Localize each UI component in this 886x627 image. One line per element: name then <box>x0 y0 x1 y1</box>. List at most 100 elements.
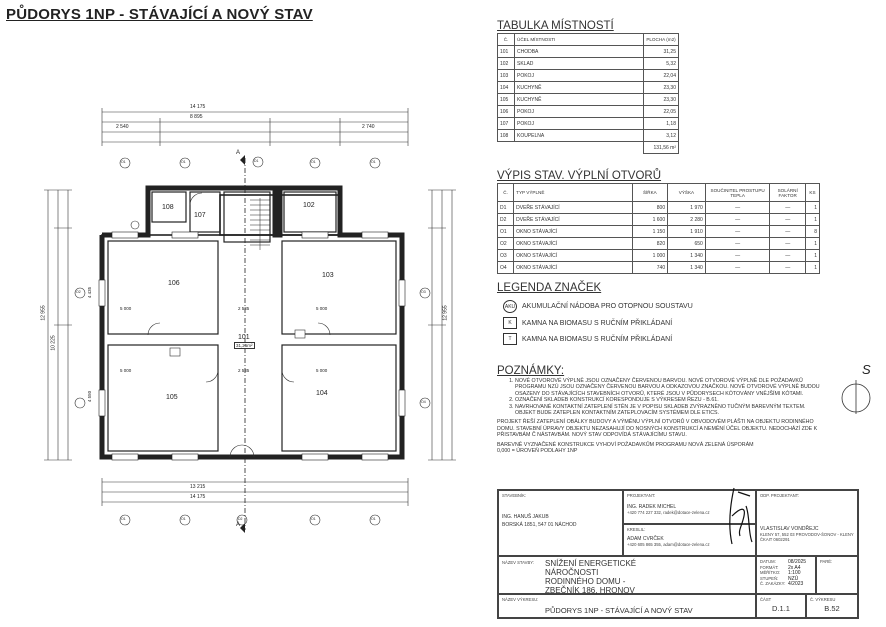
section-mark-bottom: A <box>236 522 241 528</box>
cell: 740 <box>631 261 669 274</box>
stove-t-icon: T <box>503 333 517 345</box>
door-tag: D1 <box>254 159 259 163</box>
north-arrow-icon <box>841 380 871 414</box>
cell: — <box>704 213 771 226</box>
cell: DVEŘE STÁVAJÍCÍ <box>513 213 633 226</box>
col-header: Č. <box>496 183 515 202</box>
room-107: 107 <box>194 212 206 219</box>
cell: — <box>769 201 806 214</box>
signature-icon <box>729 487 753 545</box>
cell: 22,04 <box>643 69 679 82</box>
cell: OKNO STÁVAJÍCÍ <box>513 225 633 238</box>
odp-addr: KLENY 57, 552 03 PROVODOV-ŠONOV - KLENY <box>760 532 854 537</box>
dim-inner-4: 5 000 <box>316 306 328 311</box>
window-tag: O1 <box>371 517 376 521</box>
note-paragraph: PROJEKT ŘEŠÍ ZATEPLENÍ OBÁLKY BUDOVY A V… <box>497 419 818 439</box>
cell: D2 <box>496 213 515 226</box>
label: DATUM: <box>760 559 776 564</box>
note-item: NOVÉ OTVOROVÉ VÝPLNĚ JSOU OZNAČENY ČERVE… <box>515 378 827 397</box>
stavebnik-name: ING. HANUŠ JAKUB <box>502 514 549 520</box>
notes-title: POZNÁMKY: <box>497 365 565 377</box>
cell: 1 <box>804 237 821 250</box>
label: Č. VÝKRESU <box>810 597 836 602</box>
col-header: PLOCHA (m2) <box>643 33 679 46</box>
window-tag: O3 <box>421 290 426 294</box>
cell: KOUPELNA <box>514 129 644 142</box>
cell: — <box>704 261 771 274</box>
cell: 31,25 <box>643 45 679 58</box>
dim-inner-1: 5 000 <box>120 306 132 311</box>
aku-icon: AKU <box>503 300 517 313</box>
note-paragraph: BAREVNĚ VYZNAČENÉ KONSTRUKCE VYHOVÍ POŽA… <box>497 441 754 448</box>
cell: — <box>704 237 771 250</box>
kreslil-contact: +420 605 865 355, adam@dotace-zelena.cz <box>627 542 710 547</box>
cell: 105 <box>497 93 515 106</box>
cell: 1 910 <box>667 225 706 238</box>
nazev-stavby-cell: NÁZEV STAVBY: SNÍŽENÍ ENERGETICKÉ NÁROČN… <box>498 556 756 595</box>
north-label: S <box>862 362 871 377</box>
cell: CHODBA <box>514 45 644 58</box>
label: KRESLIL: <box>627 527 646 532</box>
cell: POKOJ <box>514 69 644 82</box>
window-tag: O1 <box>311 517 316 521</box>
meta-labels-cell: DATUM: FORMÁT: MĚŘÍTKO: STUPEŇ: Č. ZAKÁZ… <box>756 556 816 594</box>
dim-inner-2: 5 000 <box>120 368 132 373</box>
cell: — <box>769 213 806 226</box>
dim-top-overall: 14 175 <box>190 104 206 110</box>
cell: 800 <box>631 201 669 214</box>
window-tag: O1 <box>181 160 186 164</box>
dim-inner-7: 4 435 <box>87 286 93 299</box>
window-tag: O2 <box>76 290 81 294</box>
cell: 5,32 <box>643 57 679 70</box>
stavebnik-cell: STAVEBNÍK: ING. HANUŠ JAKUB BORSKÁ 1851,… <box>498 490 623 556</box>
col-header: TYP VÝPLNĚ <box>513 183 633 202</box>
cell: 107 <box>497 117 515 130</box>
dim-bottom-sub: 13 215 <box>190 484 206 490</box>
cell: O1 <box>496 225 515 238</box>
room-106: 106 <box>168 280 180 287</box>
cell: KUCHYNĚ <box>514 93 644 106</box>
col-header: ŠÍŘKA <box>631 183 669 202</box>
stavebnik-addr: BORSKÁ 1851, 547 01 NÁCHOD <box>502 522 577 528</box>
cell: 1 <box>804 201 821 214</box>
window-tag: O1 <box>181 517 186 521</box>
nazev-vykresu: PŮDORYS 1NP - STÁVAJÍCÍ A NOVÝ STAV <box>545 606 693 615</box>
cislo-cell: Č. VÝKRESU B.52 <box>806 594 858 618</box>
cell: 1 150 <box>631 225 669 238</box>
label: PARÉ: <box>820 559 833 564</box>
cell: O4 <box>496 261 515 274</box>
odp-cell: ODP. PROJEKTANT: VLASTISLAV VONDŘEJC KLE… <box>756 490 858 556</box>
cell: — <box>769 261 806 274</box>
col-header: Č. <box>497 33 515 46</box>
floor-plan <box>44 108 456 533</box>
label: STUPEŇ: <box>760 575 779 581</box>
cell: 1 340 <box>667 261 706 274</box>
cell: — <box>769 237 806 250</box>
cell: — <box>769 225 806 238</box>
stupen-value: NZÚ <box>788 575 799 582</box>
legend-text: AKUMULAČNÍ NÁDOBA PRO OTOPNOU SOUSTAVU <box>522 303 693 310</box>
nazev-stavby: SNÍŽENÍ ENERGETICKÉ NÁROČNOSTI RODINNÉHO… <box>545 559 637 595</box>
nazev-vykresu-cell: NÁZEV VÝKRESU: PŮDORYS 1NP - STÁVAJÍCÍ A… <box>498 594 756 618</box>
page-title: PŮDORYS 1NP - STÁVAJÍCÍ A NOVÝ STAV <box>6 6 313 23</box>
legend-text: KAMNA NA BIOMASU S RUČNÍM PŘIKLÁDANÍ <box>522 335 673 343</box>
dim-left-sub: 10 225 <box>50 335 57 351</box>
label: Č. ZAKÁZKY: <box>760 581 786 586</box>
openings-table: Č. TYP VÝPLNĚ ŠÍŘKA VÝŠKA SOUČINITEL PRO… <box>496 183 821 274</box>
window-tag: O1 <box>371 160 376 164</box>
cell: POKOJ <box>514 117 644 130</box>
legend-title: LEGENDA ZNAČEK <box>497 282 602 294</box>
room-102: 102 <box>303 202 315 209</box>
dim-top-sub2: 2 740 <box>362 124 375 130</box>
cast-value: D.1.1 <box>772 604 790 613</box>
room-103: 103 <box>322 272 334 279</box>
window-tag: O1 <box>121 517 126 521</box>
dim-top-sub1: 8 895 <box>190 114 203 120</box>
format-value: 2x A4 <box>788 564 801 571</box>
